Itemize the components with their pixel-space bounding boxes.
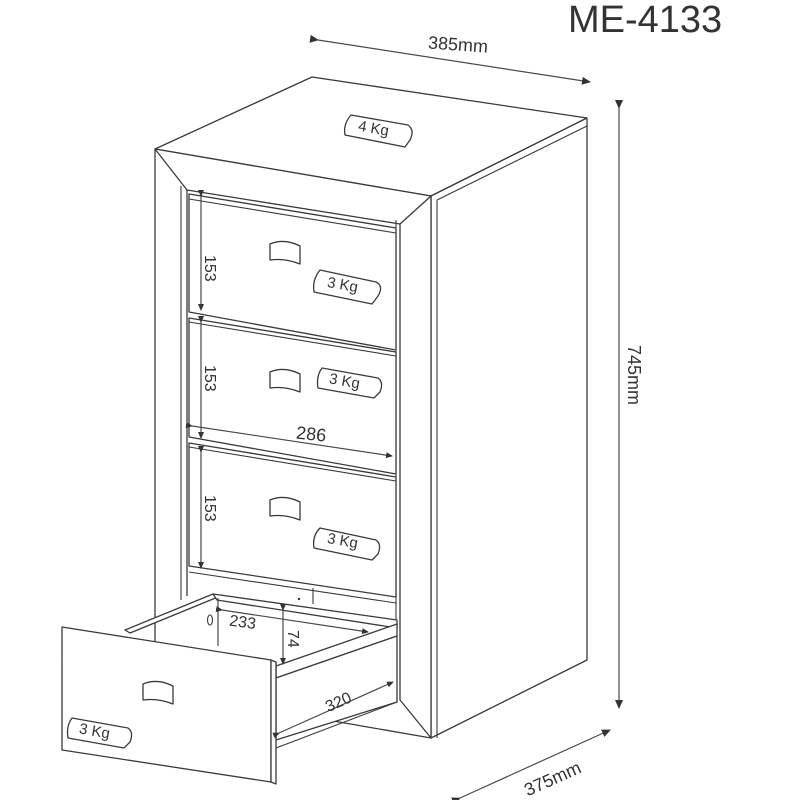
drawer-inner-width-label: 233 xyxy=(228,613,257,634)
svg-text:3 Kg: 3 Kg xyxy=(328,370,361,392)
depth-dimension: 375mm xyxy=(451,729,611,805)
drawer-inner-height-label: 74 xyxy=(284,630,301,648)
drawer-width-label: 286 xyxy=(295,423,327,446)
svg-text:3 Kg: 3 Kg xyxy=(78,720,111,742)
depth-label: 375mm xyxy=(521,757,584,800)
drawer-2-height-label: 153 xyxy=(201,365,218,392)
width-dimension: 385mm xyxy=(309,32,591,85)
load-badge-drawer-2: 3 Kg xyxy=(316,367,383,399)
drawer-2-handle-icon[interactable] xyxy=(269,368,301,393)
model-title: ME-4133 xyxy=(568,0,722,41)
height-label: 745mm xyxy=(624,345,644,405)
drawer-3-handle-icon[interactable] xyxy=(269,496,301,521)
drawer-1-height-label: 153 xyxy=(201,255,218,282)
drawer-3-height-label: 153 xyxy=(201,495,218,522)
drawer-4-open[interactable]: 3 Kg 233 74 320 xyxy=(61,593,398,785)
load-badge-top: 4 Kg xyxy=(343,114,413,148)
width-label: 385mm xyxy=(427,32,488,56)
svg-text:3 Kg: 3 Kg xyxy=(326,274,359,296)
drawer-2[interactable]: 3 Kg 153 286 xyxy=(185,316,397,475)
height-dimension: 745mm xyxy=(615,100,644,709)
drawer-4-handle-icon[interactable] xyxy=(142,680,174,705)
load-badge-drawer-4: 3 Kg xyxy=(66,717,133,749)
load-badge-drawer-3: 3 Kg xyxy=(312,527,381,561)
drawer-3[interactable]: 3 Kg 153 xyxy=(188,442,397,598)
drawer-1-handle-icon[interactable] xyxy=(269,240,301,265)
load-badge-drawer-1: 3 Kg xyxy=(312,269,382,305)
svg-text:4 Kg: 4 Kg xyxy=(357,118,390,140)
drawer-1[interactable]: 3 Kg 153 xyxy=(188,190,397,351)
svg-text:3 Kg: 3 Kg xyxy=(326,530,359,552)
